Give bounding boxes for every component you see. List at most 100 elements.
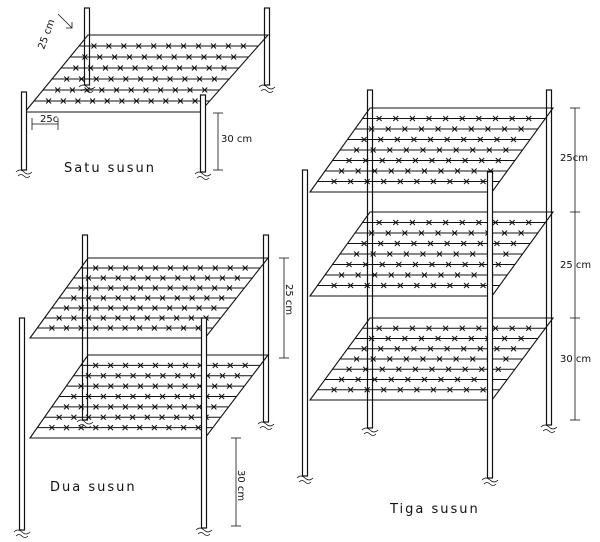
pole: [366, 89, 374, 429]
wire-barb: [380, 178, 387, 185]
wire-barb: [418, 126, 425, 132]
wire-barb: [494, 136, 500, 143]
wire-barb: [93, 404, 99, 410]
wire-barb: [71, 315, 77, 321]
wire-barb: [395, 157, 402, 164]
wire-barb: [380, 282, 387, 289]
wire-barb: [63, 76, 70, 82]
wire-barb: [353, 251, 360, 257]
wire-barb: [495, 261, 502, 268]
rack-tiga-susun: [296, 89, 558, 486]
shelf-frame: [28, 257, 270, 339]
wire-barb: [166, 305, 173, 311]
wire-barb: [445, 157, 452, 164]
shelf-frame: [28, 354, 270, 439]
wire-barb: [87, 65, 94, 71]
wire-barb: [471, 272, 477, 278]
wire-barb: [182, 285, 188, 291]
wire-barb: [442, 219, 449, 226]
wire-barb: [192, 98, 198, 104]
wire-barb: [72, 65, 79, 71]
wire-barb: [368, 126, 375, 132]
wire-barb: [122, 285, 129, 291]
wire-barb: [242, 362, 249, 369]
wire-barb: [128, 87, 135, 93]
wire-barb: [478, 157, 485, 164]
wire-barb: [454, 272, 461, 278]
wire-barb: [451, 126, 458, 132]
label-dua-susun: Dua susun: [50, 480, 137, 495]
wire-barb: [510, 136, 517, 143]
wire-barb: [136, 424, 143, 431]
wire-barb: [478, 261, 485, 268]
wire-barb: [379, 366, 386, 373]
wire-barb: [174, 393, 181, 400]
wire-barb: [181, 305, 188, 311]
wire-barb: [89, 98, 96, 104]
wire-barb: [494, 345, 500, 352]
wire-barb: [211, 383, 218, 389]
wire-barb: [394, 240, 401, 247]
wire-barb: [195, 325, 202, 331]
wire-barb: [412, 366, 419, 373]
ground-mark: [540, 424, 558, 433]
wire-barb: [242, 265, 249, 271]
wire-barb: [518, 230, 524, 236]
ground-mark: [481, 477, 499, 486]
wire-barb: [167, 265, 174, 271]
wire-barb: [166, 404, 173, 410]
wire-barb: [167, 383, 174, 389]
wire-barb: [78, 76, 85, 82]
wire-barb: [518, 126, 524, 132]
wire-barb: [152, 404, 158, 410]
wire-barb: [122, 305, 129, 311]
wire-barb: [460, 345, 467, 352]
wire-barb: [120, 43, 127, 49]
wire-barb: [430, 386, 437, 393]
wire-barb: [152, 362, 159, 369]
wire-barb: [503, 356, 509, 362]
wire-barb: [211, 76, 218, 82]
rack-dua-susun: [13, 234, 275, 538]
dim-height-30-rack2: 30 cm: [235, 470, 246, 501]
wire-barb: [376, 115, 382, 122]
wire-barb: [182, 76, 188, 82]
wire-barb: [361, 136, 367, 143]
wire-barb: [230, 54, 237, 60]
wire-barb: [421, 272, 428, 278]
wire-barb: [394, 345, 401, 352]
wire-barb: [385, 126, 392, 132]
wire-barb: [353, 147, 360, 153]
wire-barb: [212, 362, 219, 369]
wire-barb: [453, 356, 459, 362]
wire-barb: [212, 265, 219, 271]
wire-barb: [370, 251, 377, 257]
wire-barb: [429, 261, 435, 268]
wire-barb: [427, 136, 434, 143]
wire-barb: [447, 178, 453, 185]
wire-barb: [93, 76, 100, 82]
wire-barb: [501, 335, 508, 342]
wire-barb: [427, 240, 434, 247]
wire-barb: [225, 43, 232, 49]
wire-barb: [362, 261, 369, 268]
wire-barb: [218, 393, 225, 400]
wire-barb: [100, 315, 107, 321]
wire-barb: [476, 219, 482, 226]
wire-barb: [85, 414, 92, 421]
wire-barb: [219, 372, 226, 379]
wire-barb: [503, 251, 509, 257]
wire-barb: [227, 362, 234, 369]
wire-barb: [444, 345, 450, 352]
wire-barb: [122, 383, 129, 389]
label-satu-susun: Satu susun: [64, 161, 156, 176]
dim-tier-30-bottom: 30 cm: [560, 354, 591, 365]
wire-barb: [159, 295, 166, 301]
wire-barb: [186, 54, 192, 60]
wire-barb: [70, 295, 77, 301]
wire-barb: [180, 424, 187, 431]
label-tiga-susun: Tiga susun: [390, 502, 480, 517]
wire-barb: [404, 376, 411, 383]
wire-barb: [82, 54, 88, 60]
